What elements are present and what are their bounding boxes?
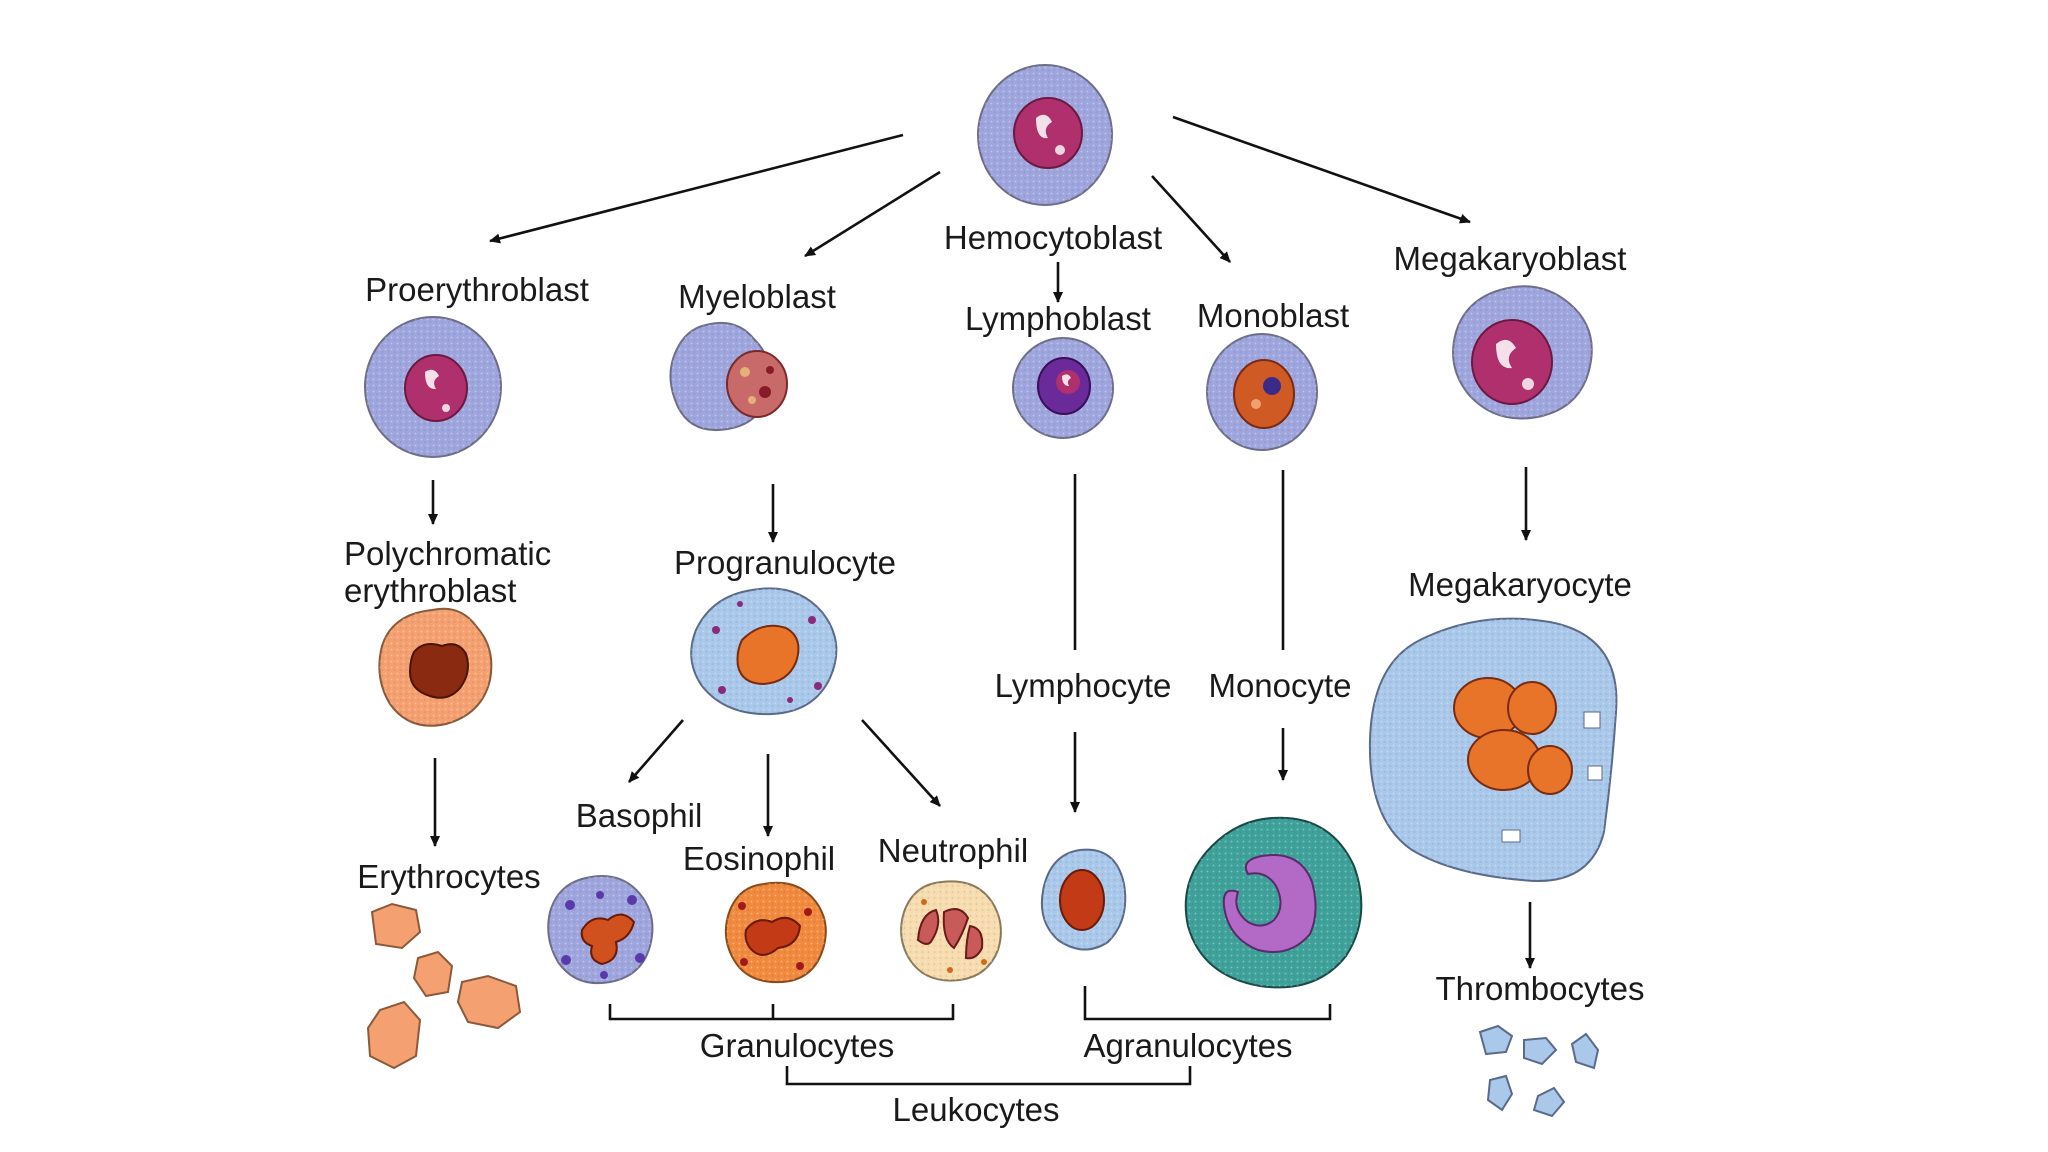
lymphoblast-cell — [1012, 337, 1114, 439]
lymphoblast-label: Lymphoblast — [965, 300, 1151, 337]
neutrophil-label: Neutrophil — [878, 832, 1028, 869]
monocyte-label: Monocyte — [1208, 667, 1351, 704]
agranulocytes-bracket — [1083, 986, 1332, 1021]
myeloblast-label: Myeloblast — [678, 278, 836, 315]
polychromatic-erythroblast-cell — [378, 607, 493, 727]
basophil-cell — [547, 875, 654, 984]
leukocytes-label: Leukocytes — [893, 1091, 1060, 1128]
neutrophil-cell — [900, 880, 1002, 982]
monoblast-label: Monoblast — [1197, 297, 1349, 334]
polychromatic-erythroblast-label-line1: Polychromatic — [344, 535, 551, 572]
granulocytes-label: Granulocytes — [700, 1027, 894, 1064]
basophil-label: Basophil — [576, 797, 703, 834]
leukocytes-bracket — [785, 1066, 1192, 1086]
megakaryocyte-label: Megakaryocyte — [1408, 566, 1632, 603]
megakaryoblast-cell — [1452, 285, 1593, 420]
megakaryoblast-label: Megakaryoblast — [1394, 240, 1627, 277]
polychromatic-erythroblast-label-line2: erythroblast — [344, 572, 516, 609]
thrombocytes-label: Thrombocytes — [1435, 970, 1644, 1007]
proerythroblast-label: Proerythroblast — [365, 271, 589, 308]
eosinophil-cell — [724, 881, 827, 984]
thrombocytes-cells — [1478, 1024, 1600, 1118]
progranulocyte-label: Progranulocyte — [674, 544, 896, 581]
megakaryocyte-cell — [1368, 617, 1618, 882]
monoblast-cell — [1206, 333, 1318, 451]
granulocytes-bracket — [608, 1004, 955, 1021]
lymphocyte-label: Lymphocyte — [995, 667, 1172, 704]
proerythroblast-cell — [364, 316, 502, 458]
lymphocyte-cell — [1040, 848, 1127, 951]
erythrocytes-label: Erythrocytes — [357, 858, 540, 895]
agranulocytes-label: Agranulocytes — [1083, 1027, 1292, 1064]
progranulocyte-cell — [690, 587, 838, 716]
monocyte-cell — [1184, 816, 1363, 989]
arrows — [428, 115, 1535, 969]
hemocytoblast-cell — [977, 64, 1113, 206]
erythrocytes-cells — [366, 902, 522, 1070]
hemocytoblast-label: Hemocytoblast — [944, 219, 1162, 256]
eosinophil-label: Eosinophil — [683, 840, 835, 877]
myeloblast-cell — [669, 321, 788, 431]
